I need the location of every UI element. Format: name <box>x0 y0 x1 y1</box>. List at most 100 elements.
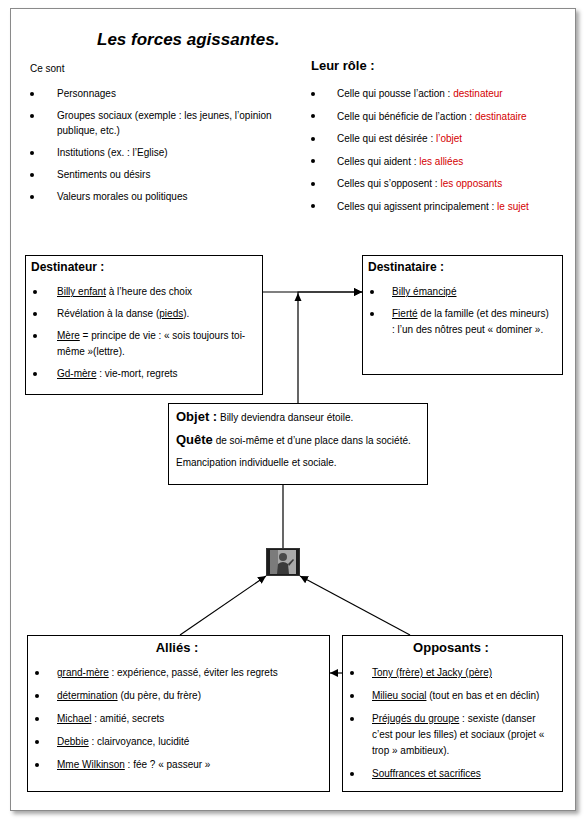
list-item: Mère= principe de vie : « sois toujours … <box>31 328 254 360</box>
list-item: Souffrances et sacrifices <box>348 766 554 782</box>
bullet-dot <box>350 671 354 675</box>
node-text: Milieu social <box>372 690 426 701</box>
subject-photo-box <box>266 548 300 576</box>
bullet-dot <box>311 114 315 118</box>
list-item: Billy émancipé <box>368 284 554 300</box>
role-term: destinataire <box>475 111 527 122</box>
bullet-dot <box>35 717 39 721</box>
connector-arrow <box>330 672 342 673</box>
list-item: Personnages <box>28 86 302 101</box>
role-heading: Leur rôle : <box>311 58 375 74</box>
node-text: Emancipation individuelle et sociale. <box>176 457 337 468</box>
bullet-dot <box>33 372 37 376</box>
bullet-dot <box>33 334 37 338</box>
node-text: à l’heure des choix <box>109 286 192 297</box>
node-text: Billy deviendra danseur étoile. <box>220 412 353 423</box>
list-item: Celles qui s’opposent :les opposants <box>309 176 575 191</box>
bullet-dot <box>350 694 354 698</box>
bullet-dot <box>35 671 39 675</box>
node-heading: Destinateur : <box>31 259 254 275</box>
node-text: Mme Wilkinson <box>57 759 125 770</box>
node-text: de soi-même et d’une place dans la socié… <box>216 435 411 446</box>
node-text: pieds <box>159 308 183 319</box>
list-item: Mme Wilkinson: fée ? « passeur » <box>33 757 321 773</box>
node-heading: Alliés : <box>33 640 321 656</box>
list-item: Préjugés du groupe: sexiste (danser c’es… <box>348 711 554 759</box>
node-text: Billy émancipé <box>392 286 456 297</box>
junction-arrowhead <box>295 293 302 301</box>
connector-arrow <box>282 485 283 548</box>
role-term: le sujet <box>497 201 529 212</box>
node-text: : expérience, passé, éviter les regrets <box>112 667 278 678</box>
figure-arm <box>288 559 294 566</box>
node-text: = principe de vie : « sois toujours toi-… <box>57 330 245 357</box>
node-text: détermination <box>57 690 118 701</box>
actant-box: Opposants :Tony (frère) et Jacky (père)M… <box>342 635 563 792</box>
node-heading: Opposants : <box>348 640 554 656</box>
node-text: Debbie <box>57 736 89 747</box>
list-item-text: Institutions (ex. : l’Eglise) <box>57 147 168 158</box>
bullet-dot <box>311 204 315 208</box>
list-item: détermination(du père, du frère) <box>33 688 321 704</box>
list-item: Milieu social(tout en bas et en déclin) <box>348 688 554 704</box>
actant-box: Objet :Billy deviendra danseur étoile. Qu… <box>168 403 428 485</box>
node-text: Objet : <box>176 409 217 424</box>
actant-box: Alliés : grand-mère: expérience, passé, é… <box>27 635 330 792</box>
list-item: Groupes sociaux (exemple : les jeunes, l… <box>28 108 302 138</box>
role-text: Celle qui est désirée : <box>337 133 433 144</box>
list-item: Institutions (ex. : l’Eglise) <box>28 145 302 160</box>
list-item-text: Groupes sociaux (exemple : les jeunes, l… <box>57 110 272 136</box>
node-text: Préjugés du groupe <box>372 713 459 724</box>
list-item: Billy enfantà l’heure des choix <box>31 284 254 300</box>
node-paragraph: Quêtede soi-même et d’une place dans la … <box>176 431 419 450</box>
node-text: : vie-mort, regrets <box>99 368 177 379</box>
figure-body <box>277 562 289 574</box>
figure-head <box>279 553 287 561</box>
roles-list: Celle qui pousse l’action :destinateurCe… <box>309 86 575 221</box>
role-term: les alliées <box>419 156 463 167</box>
role-text: Celles qui s’opposent : <box>337 178 438 189</box>
list-item-text: Personnages <box>57 88 116 99</box>
role-text: Celles qui agissent principalement : <box>337 201 494 212</box>
node-text: Quête <box>176 432 213 447</box>
list-item: Valeurs morales ou politiques <box>28 189 302 204</box>
node-paragraph: Emancipation individuelle et sociale. <box>176 454 419 472</box>
list-item: Debbie : clairvoyance, lucidité <box>33 734 321 750</box>
node-text: : clairvoyance, lucidité <box>89 736 190 747</box>
node-text: Gd-mère <box>57 368 96 379</box>
list-item: grand-mère: expérience, passé, éviter le… <box>33 665 321 681</box>
role-text: Celles qui aident : <box>337 156 417 167</box>
list-item: Michael : amitié, secrets <box>33 711 321 727</box>
subject-photo <box>266 548 300 576</box>
bullet-dot <box>35 763 39 767</box>
connector-arrow <box>298 292 362 403</box>
node-text: Mère <box>57 330 80 341</box>
node-text: : amitié, secrets <box>91 713 164 724</box>
bullet-dot <box>30 151 34 155</box>
connector-arrow <box>300 576 410 635</box>
node-text: ). <box>183 308 189 319</box>
list-item: Celles qui aident :les alliées <box>309 154 575 169</box>
bullet-dot <box>35 740 39 744</box>
photo-shadow <box>270 550 278 574</box>
node-text: grand-mère <box>57 667 109 678</box>
photo-frame <box>266 548 300 576</box>
actant-box: Destinataire :Billy émancipéFiertéde la … <box>362 255 563 375</box>
node-text: (tout en bas et en déclin) <box>429 690 539 701</box>
bullet-dot <box>350 717 354 721</box>
node-text: Michael <box>57 713 91 724</box>
role-term: l’objet <box>436 133 462 144</box>
list-item: Celle qui est désirée :l’objet <box>309 131 575 146</box>
bullet-dot <box>350 772 354 776</box>
list-item-text: Valeurs morales ou politiques <box>57 191 187 202</box>
list-item: Celles qui agissent principalement :le s… <box>309 199 575 214</box>
node-heading: Destinataire : <box>368 259 554 275</box>
role-term: destinateur <box>453 88 502 99</box>
bullet-dot <box>30 92 34 96</box>
bullet-dot <box>35 694 39 698</box>
actant-box: Destinateur : Billy enfantà l’heure des c… <box>25 255 263 395</box>
photo-background <box>270 550 296 574</box>
list-item: Révélation à la danse (pieds). <box>31 306 254 322</box>
node-text: Fierté <box>392 308 418 319</box>
